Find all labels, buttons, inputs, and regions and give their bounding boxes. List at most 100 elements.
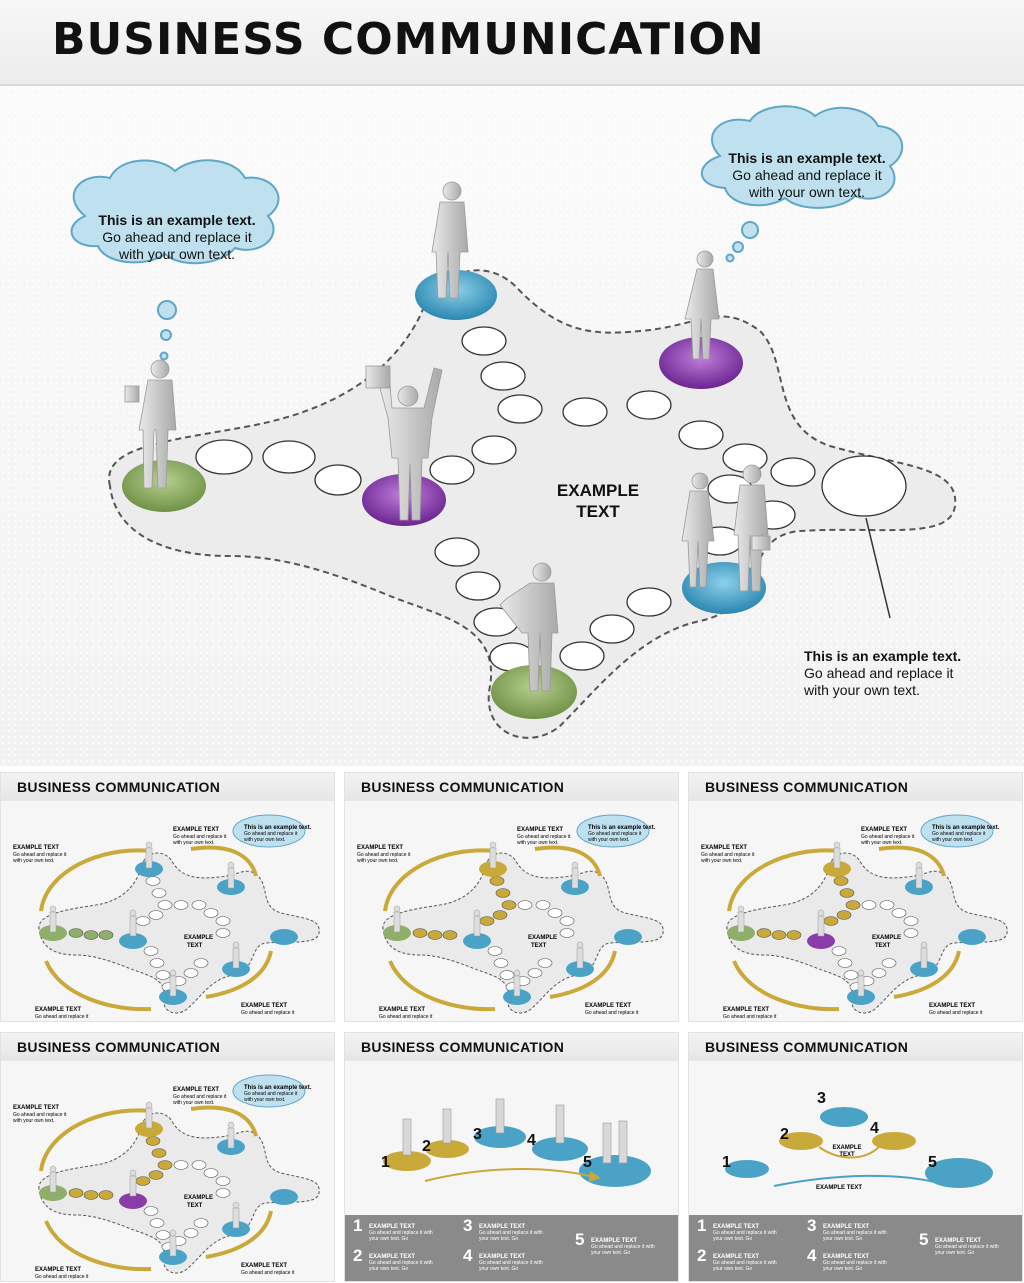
mini-cloud-text: This is an example text. — [588, 825, 656, 831]
mini-label-heading: EXAMPLE TEXT — [35, 1007, 81, 1013]
callout-line3: with your own text. — [804, 682, 920, 698]
mini-label-heading: EXAMPLE TEXT — [241, 1003, 287, 1009]
thumbnail-title: BUSINESS COMMUNICATION — [361, 1039, 565, 1055]
mini-label-heading: EXAMPLE TEXT — [173, 1087, 219, 1093]
mini-center-label: TEXT — [875, 943, 891, 949]
mini-label-body: Go ahead and replace it — [173, 1094, 227, 1100]
mini-cloud-text: with your own text. — [932, 837, 973, 843]
mini-label-heading: EXAMPLE TEXT — [35, 1267, 81, 1273]
mini-cloud-text: Go ahead and replace it — [244, 831, 298, 837]
mini-label-heading: EXAMPLE TEXT — [379, 1007, 425, 1013]
cloud-left-line1: This is an example text. — [98, 212, 256, 228]
cloud-right-line1: This is an example text. — [728, 150, 886, 166]
mini-label-heading: EXAMPLE TEXT — [357, 845, 403, 851]
mini-label-body: Go ahead and replace it — [929, 1010, 983, 1016]
mini-label-body: with your own text. — [517, 840, 558, 846]
cloud-right-line3: with your own text. — [749, 184, 865, 200]
mini-cloud-text: This is an example text. — [244, 825, 312, 831]
mini-label-body: Go ahead and replace it — [861, 834, 915, 840]
mini-label-body: Go ahead and replace it — [379, 1014, 433, 1020]
step-number-1b: 1 — [722, 1154, 731, 1171]
mini-label-body: Go ahead and replace it — [723, 1014, 777, 1020]
mini-label-body: Go ahead and replace it — [35, 1014, 89, 1020]
board-graphic — [70, 105, 957, 739]
mini-label-body: with your own text. — [357, 858, 398, 864]
board-center-label: EXAMPLE TEXT — [538, 480, 658, 522]
thumbnail-title: BUSINESS COMMUNICATION — [705, 779, 909, 795]
mini-center-label: TEXT — [187, 1203, 203, 1209]
mini-center-label-1: EXAMPLE — [832, 1145, 861, 1151]
mini-label-heading: EXAMPLE TEXT — [861, 827, 907, 833]
page-title: BUSINESS COMMUNICATION — [52, 14, 765, 65]
mini-label-body: Go ahead and replace it — [173, 834, 227, 840]
mini-label-body: with your own text. — [13, 858, 54, 864]
step-number-3b: 3 — [817, 1090, 826, 1107]
mini-label-body: Go ahead and replace it — [701, 852, 755, 858]
step-number-5: 5 — [583, 1154, 592, 1171]
mini-label-body: with your own text. — [173, 1100, 214, 1106]
mini-cloud-text: with your own text. — [588, 837, 629, 843]
mini-label-heading: EXAMPLE TEXT — [241, 1263, 287, 1269]
mini-center-label: EXAMPLE — [872, 935, 901, 941]
mini-label-body: with your own text. — [13, 1118, 54, 1124]
step-number-3: 3 — [473, 1126, 482, 1143]
cloud-left-line2: Go ahead and replace it — [102, 229, 252, 245]
step-number-1: 1 — [381, 1154, 390, 1171]
step-number-5b: 5 — [928, 1154, 937, 1171]
mini-cloud-text: Go ahead and replace it — [244, 1091, 298, 1097]
thumbnail-title: BUSINESS COMMUNICATION — [361, 779, 565, 795]
mini-label-body: Go ahead and replace it — [241, 1270, 295, 1276]
slide-thumbnail-6[interactable]: BUSINESS COMMUNICATION EXAMPLE TEXT EXAM… — [688, 1032, 1023, 1282]
mini-cloud-text: with your own text. — [244, 1097, 285, 1103]
mini-label-heading: EXAMPLE TEXT — [173, 827, 219, 833]
center-label-line1: EXAMPLE — [556, 481, 640, 500]
mini-center-label: EXAMPLE — [184, 1195, 213, 1201]
mini-label-body: Go ahead and replace it — [517, 834, 571, 840]
mini-label-body: with your own text. — [861, 840, 902, 846]
callout-text: This is an example text. Go ahead and re… — [804, 648, 1004, 699]
thumbnail-title: BUSINESS COMMUNICATION — [705, 1039, 909, 1055]
mini-label-heading: EXAMPLE TEXT — [701, 845, 747, 851]
mini-cloud-text: This is an example text. — [244, 1085, 312, 1091]
mini-arrow-label: EXAMPLE TEXT — [816, 1185, 862, 1191]
mini-label-body: with your own text. — [701, 858, 742, 864]
center-label-line2: TEXT — [576, 502, 620, 521]
steps-diagram-2: EXAMPLE TEXT EXAMPLE TEXT — [725, 1107, 993, 1191]
mini-label-body: Go ahead and replace it — [585, 1010, 639, 1016]
callout-line1: This is an example text. — [804, 648, 962, 664]
cloud-right-line2: Go ahead and replace it — [732, 167, 882, 183]
mini-cloud-text: Go ahead and replace it — [932, 831, 986, 837]
step-number-4: 4 — [527, 1132, 536, 1149]
mini-cloud-text: with your own text. — [244, 837, 285, 843]
mini-label-heading: EXAMPLE TEXT — [585, 1003, 631, 1009]
main-diagram: This is an example text. Go ahead and re… — [0, 86, 1024, 766]
mini-label-heading: EXAMPLE TEXT — [929, 1003, 975, 1009]
cloud-left-text: This is an example text. Go ahead and re… — [82, 212, 272, 263]
mini-center-label: EXAMPLE — [184, 935, 213, 941]
mini-label-heading: EXAMPLE TEXT — [723, 1007, 769, 1013]
cloud-left-line3: with your own text. — [119, 246, 235, 262]
cloud-right-text: This is an example text. Go ahead and re… — [712, 150, 902, 201]
mini-label-body: Go ahead and replace it — [357, 852, 411, 858]
mini-center-label: TEXT — [531, 943, 547, 949]
step-number-2b: 2 — [780, 1126, 789, 1143]
steps-diagram — [383, 1098, 651, 1187]
mini-label-heading: EXAMPLE TEXT — [517, 827, 563, 833]
step-number-2: 2 — [422, 1138, 431, 1155]
mini-center-label-2: TEXT — [839, 1152, 855, 1158]
mini-cloud-text: Go ahead and replace it — [588, 831, 642, 837]
thumbnail-title: BUSINESS COMMUNICATION — [17, 779, 221, 795]
mini-label-body: Go ahead and replace it — [241, 1010, 295, 1016]
mini-label-body: with your own text. — [173, 840, 214, 846]
